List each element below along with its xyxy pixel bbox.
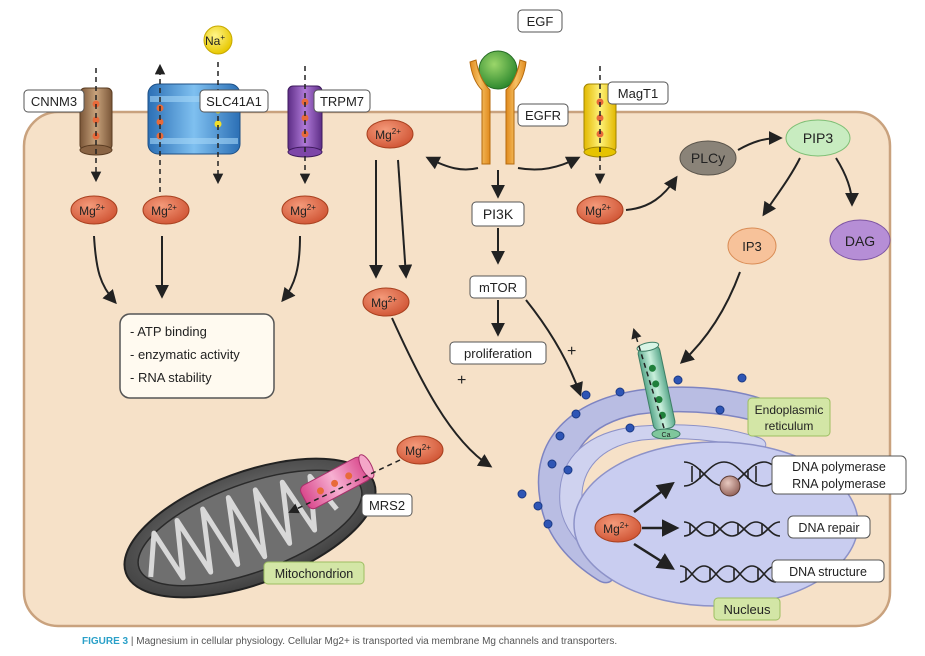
dna-repair-label: DNA repair bbox=[798, 521, 859, 535]
dna-polymerase-box bbox=[771, 455, 907, 495]
cnnm3-label-box bbox=[23, 89, 85, 113]
pip3-label: PIP3 bbox=[803, 130, 834, 146]
dag-label: DAG bbox=[845, 233, 875, 249]
dna-helix-repair bbox=[683, 521, 781, 537]
dna-structure-box bbox=[771, 559, 885, 583]
mg-ion-trpm7: Mg2+ bbox=[281, 195, 329, 225]
nucleus-label-box bbox=[713, 597, 781, 621]
mtor-plus-sign: + bbox=[567, 343, 576, 360]
mg-ion-cytosol: Mg2+ bbox=[362, 287, 410, 317]
proliferation-label: proliferation bbox=[464, 346, 532, 361]
plcy-enzyme bbox=[679, 140, 737, 176]
svg-text:Mg2+: Mg2+ bbox=[290, 203, 316, 218]
ip3-label: IP3 bbox=[742, 239, 762, 254]
sodium-ion-label: Na+ bbox=[205, 33, 225, 48]
mg-ion-nucleus: Mg2+ bbox=[594, 513, 642, 543]
pi3k-box bbox=[471, 201, 525, 227]
dag-node bbox=[829, 219, 891, 261]
mitochondrion-label-box bbox=[263, 561, 365, 585]
mtor-box bbox=[469, 275, 527, 299]
dna-helix-structure bbox=[679, 565, 777, 583]
egfr-label-box bbox=[517, 103, 569, 127]
egfr-receptor bbox=[469, 59, 527, 165]
nucleus-label: Nucleus bbox=[724, 602, 771, 617]
cnnm3-label: CNNM3 bbox=[31, 94, 77, 109]
magt1-label-box bbox=[607, 81, 669, 105]
figure-caption-label: FIGURE 3 bbox=[82, 636, 129, 647]
magt1-label: MagT1 bbox=[618, 86, 658, 101]
slc41a1-label-box bbox=[199, 89, 269, 113]
dna-polymerase-label: DNA polymerase bbox=[792, 460, 886, 474]
mg-plus-sign: + bbox=[457, 372, 466, 389]
rna-polymerase-label: RNA polymerase bbox=[792, 477, 886, 491]
pip3-node bbox=[785, 119, 851, 157]
ca-label: Ca bbox=[662, 432, 671, 439]
mg-ion-cnnm3: Mg2+ bbox=[70, 195, 118, 225]
mg-ion-egfr-left: Mg2+ bbox=[366, 119, 414, 149]
function-rna-stability: - RNA stability bbox=[130, 370, 212, 385]
dna-structure-label: DNA structure bbox=[789, 565, 867, 579]
mg-ion-mitochondrial: Mg2+ bbox=[396, 435, 444, 465]
svg-text:Mg2+: Mg2+ bbox=[375, 127, 401, 142]
egf-label-box bbox=[517, 9, 563, 33]
mg-functions-box bbox=[119, 313, 275, 399]
svg-text:Mg2+: Mg2+ bbox=[371, 295, 397, 310]
mrs2-label-box bbox=[361, 493, 413, 517]
mitochondrion-label: Mitochondrion bbox=[275, 567, 354, 581]
pi3k-label: PI3K bbox=[483, 206, 514, 222]
er-label-line1: Endoplasmic bbox=[755, 403, 824, 417]
figure-caption: FIGURE 3 | Magnesium in cellular physiol… bbox=[82, 636, 922, 647]
plcy-label: PLCy bbox=[691, 150, 725, 166]
proliferation-box bbox=[449, 341, 547, 365]
ca-base bbox=[651, 428, 681, 440]
er-label-box bbox=[747, 397, 831, 437]
er-label-line2: reticulum bbox=[765, 419, 814, 433]
function-atp-binding: - ATP binding bbox=[130, 324, 207, 339]
ip3-node bbox=[727, 227, 777, 265]
svg-text:Mg2+: Mg2+ bbox=[151, 203, 177, 218]
slc41a1-label: SLC41A1 bbox=[206, 94, 262, 109]
figure-caption-text: | Magnesium in cellular physiology. Cell… bbox=[130, 636, 618, 647]
dna-repair-box bbox=[787, 515, 871, 539]
mrs2-channel bbox=[300, 454, 375, 510]
sodium-ion bbox=[203, 25, 233, 55]
svg-text:Mg2+: Mg2+ bbox=[79, 203, 105, 218]
mg-ion-slc41a1: Mg2+ bbox=[142, 195, 190, 225]
mg-ion-magt1: Mg2+ bbox=[576, 195, 624, 225]
mtor-label: mTOR bbox=[479, 280, 517, 295]
function-enzymatic-activity: - enzymatic activity bbox=[130, 347, 240, 362]
egf-ligand bbox=[478, 50, 518, 90]
mrs2-label: MRS2 bbox=[369, 498, 405, 513]
svg-text:Mg2+: Mg2+ bbox=[585, 203, 611, 218]
svg-text:Mg2+: Mg2+ bbox=[405, 443, 431, 458]
trpm7-label: TRPM7 bbox=[320, 94, 364, 109]
polymerase-complex bbox=[719, 475, 741, 497]
egf-label: EGF bbox=[527, 14, 554, 29]
ca-channel bbox=[636, 341, 676, 431]
egfr-label: EGFR bbox=[525, 108, 561, 123]
trpm7-label-box bbox=[313, 89, 371, 113]
svg-text:Mg2+: Mg2+ bbox=[603, 521, 629, 536]
